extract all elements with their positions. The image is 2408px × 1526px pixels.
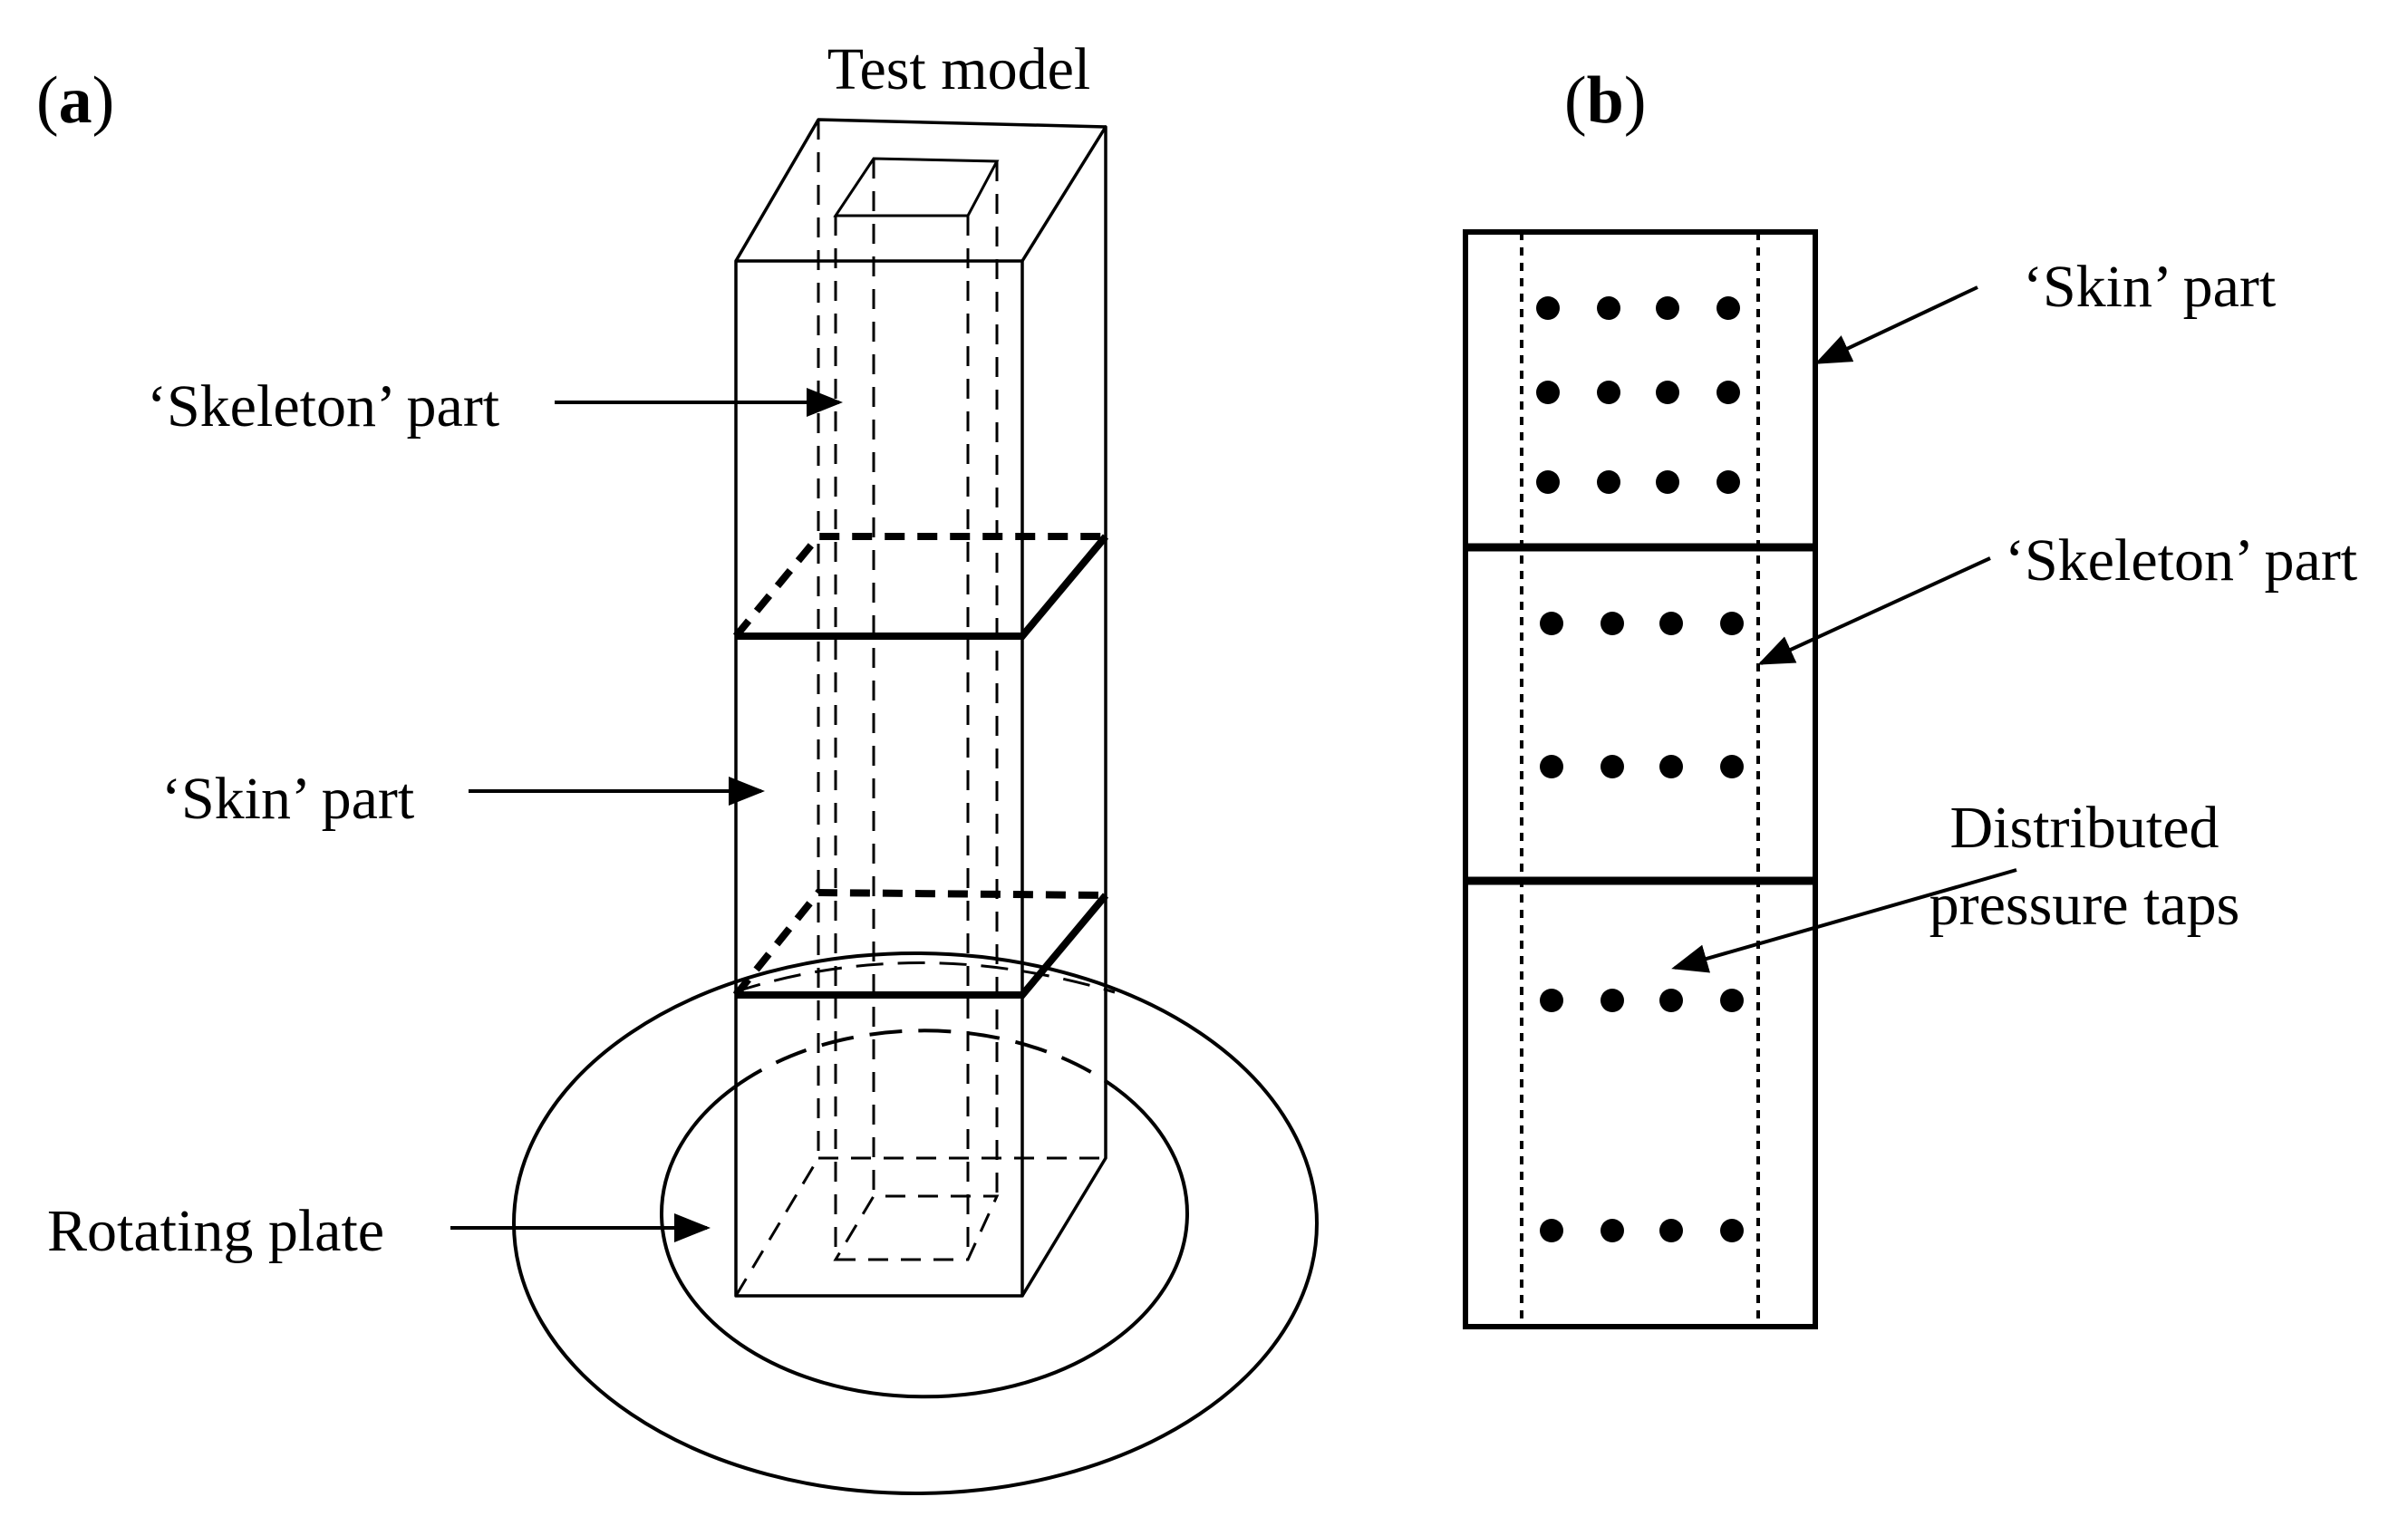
- pressure-tap: [1600, 755, 1624, 778]
- pressure-tap: [1600, 612, 1624, 635]
- floor-divisions: [732, 533, 1109, 999]
- panel-b-tag: (b): [1564, 63, 1646, 138]
- upper-division-front: [736, 534, 1109, 640]
- pressure-tap: [1659, 755, 1683, 778]
- prism-bottom-left-edge: [734, 1157, 820, 1297]
- elevation-outline: [1463, 229, 1818, 1329]
- prism-top-face: [734, 118, 1107, 262]
- pressure-tap: [1656, 296, 1679, 320]
- lower-division-back: [732, 888, 1107, 998]
- skeleton-part-label-b: ‘Skeleton’ part: [2005, 527, 2357, 594]
- plate-inner-front-arc: [660, 1086, 1189, 1399]
- plate-outer-ellipse: [512, 951, 1319, 1495]
- panel-a-tag: (a): [36, 63, 114, 138]
- rotating-plate: [512, 951, 1319, 1495]
- pressure-tap: [1540, 755, 1563, 778]
- pressure-tap: [1536, 381, 1560, 404]
- pressure-tap: [1540, 1219, 1563, 1242]
- test-model-title: Test model: [827, 36, 1091, 102]
- pressure-tap: [1717, 296, 1740, 320]
- pressure-taps: [1536, 296, 1744, 1242]
- skeleton-core: [833, 157, 1000, 1261]
- taps-label-line1: Distributed: [1950, 795, 2219, 861]
- taps-label-line2: pressure taps: [1929, 872, 2240, 938]
- pressure-tap: [1536, 296, 1560, 320]
- pressure-tap: [1659, 989, 1683, 1012]
- pressure-tap: [1720, 1219, 1744, 1242]
- prism-front-face: [734, 259, 1024, 1298]
- skeleton-part-label-a: ‘Skeleton’ part: [147, 373, 499, 439]
- core-top-square: [833, 157, 1000, 217]
- core-hidden-columns: [833, 159, 1000, 1261]
- pressure-tap: [1540, 612, 1563, 635]
- pressure-tap: [1536, 470, 1560, 494]
- skin-prism: [734, 118, 1107, 1298]
- pressure-tap: [1597, 381, 1620, 404]
- pressure-tap: [1717, 470, 1740, 494]
- plate-inner-back-arc: [732, 1029, 1117, 1089]
- pressure-tap: [1659, 612, 1683, 635]
- prism-hidden-edges: [734, 120, 1106, 1297]
- pressure-tap: [1656, 470, 1679, 494]
- panel-a: (a) Test model: [36, 36, 1319, 1495]
- upper-division-back: [732, 533, 1106, 639]
- taps-arrow: [1671, 868, 2017, 973]
- pressure-tap: [1600, 1219, 1624, 1242]
- pressure-tap: [1720, 989, 1744, 1012]
- pressure-tap: [1656, 381, 1679, 404]
- pressure-tap: [1600, 989, 1624, 1012]
- rotating-plate-label: Rotating plate: [47, 1198, 384, 1264]
- pressure-tap: [1597, 470, 1620, 494]
- pressure-tap: [1659, 1219, 1683, 1242]
- skeleton-arrow-b: [1757, 556, 1991, 665]
- pressure-tap: [1717, 381, 1740, 404]
- pressure-tap: [1597, 296, 1620, 320]
- panel-b: (b) ‘Skin’ part ‘Skeleton’ part Distribu…: [1463, 63, 2357, 1329]
- plate-outer-back-dashed: [733, 961, 1116, 994]
- prism-right-face: [1020, 125, 1107, 1297]
- pressure-tap: [1540, 989, 1563, 1012]
- pressure-tap: [1720, 755, 1744, 778]
- skin-arrow-b: [1814, 285, 1978, 364]
- skin-part-label-b: ‘Skin’ part: [2023, 254, 2276, 320]
- skin-part-label-a: ‘Skin’ part: [161, 766, 414, 832]
- pressure-tap: [1720, 612, 1744, 635]
- lower-division-front: [736, 893, 1109, 999]
